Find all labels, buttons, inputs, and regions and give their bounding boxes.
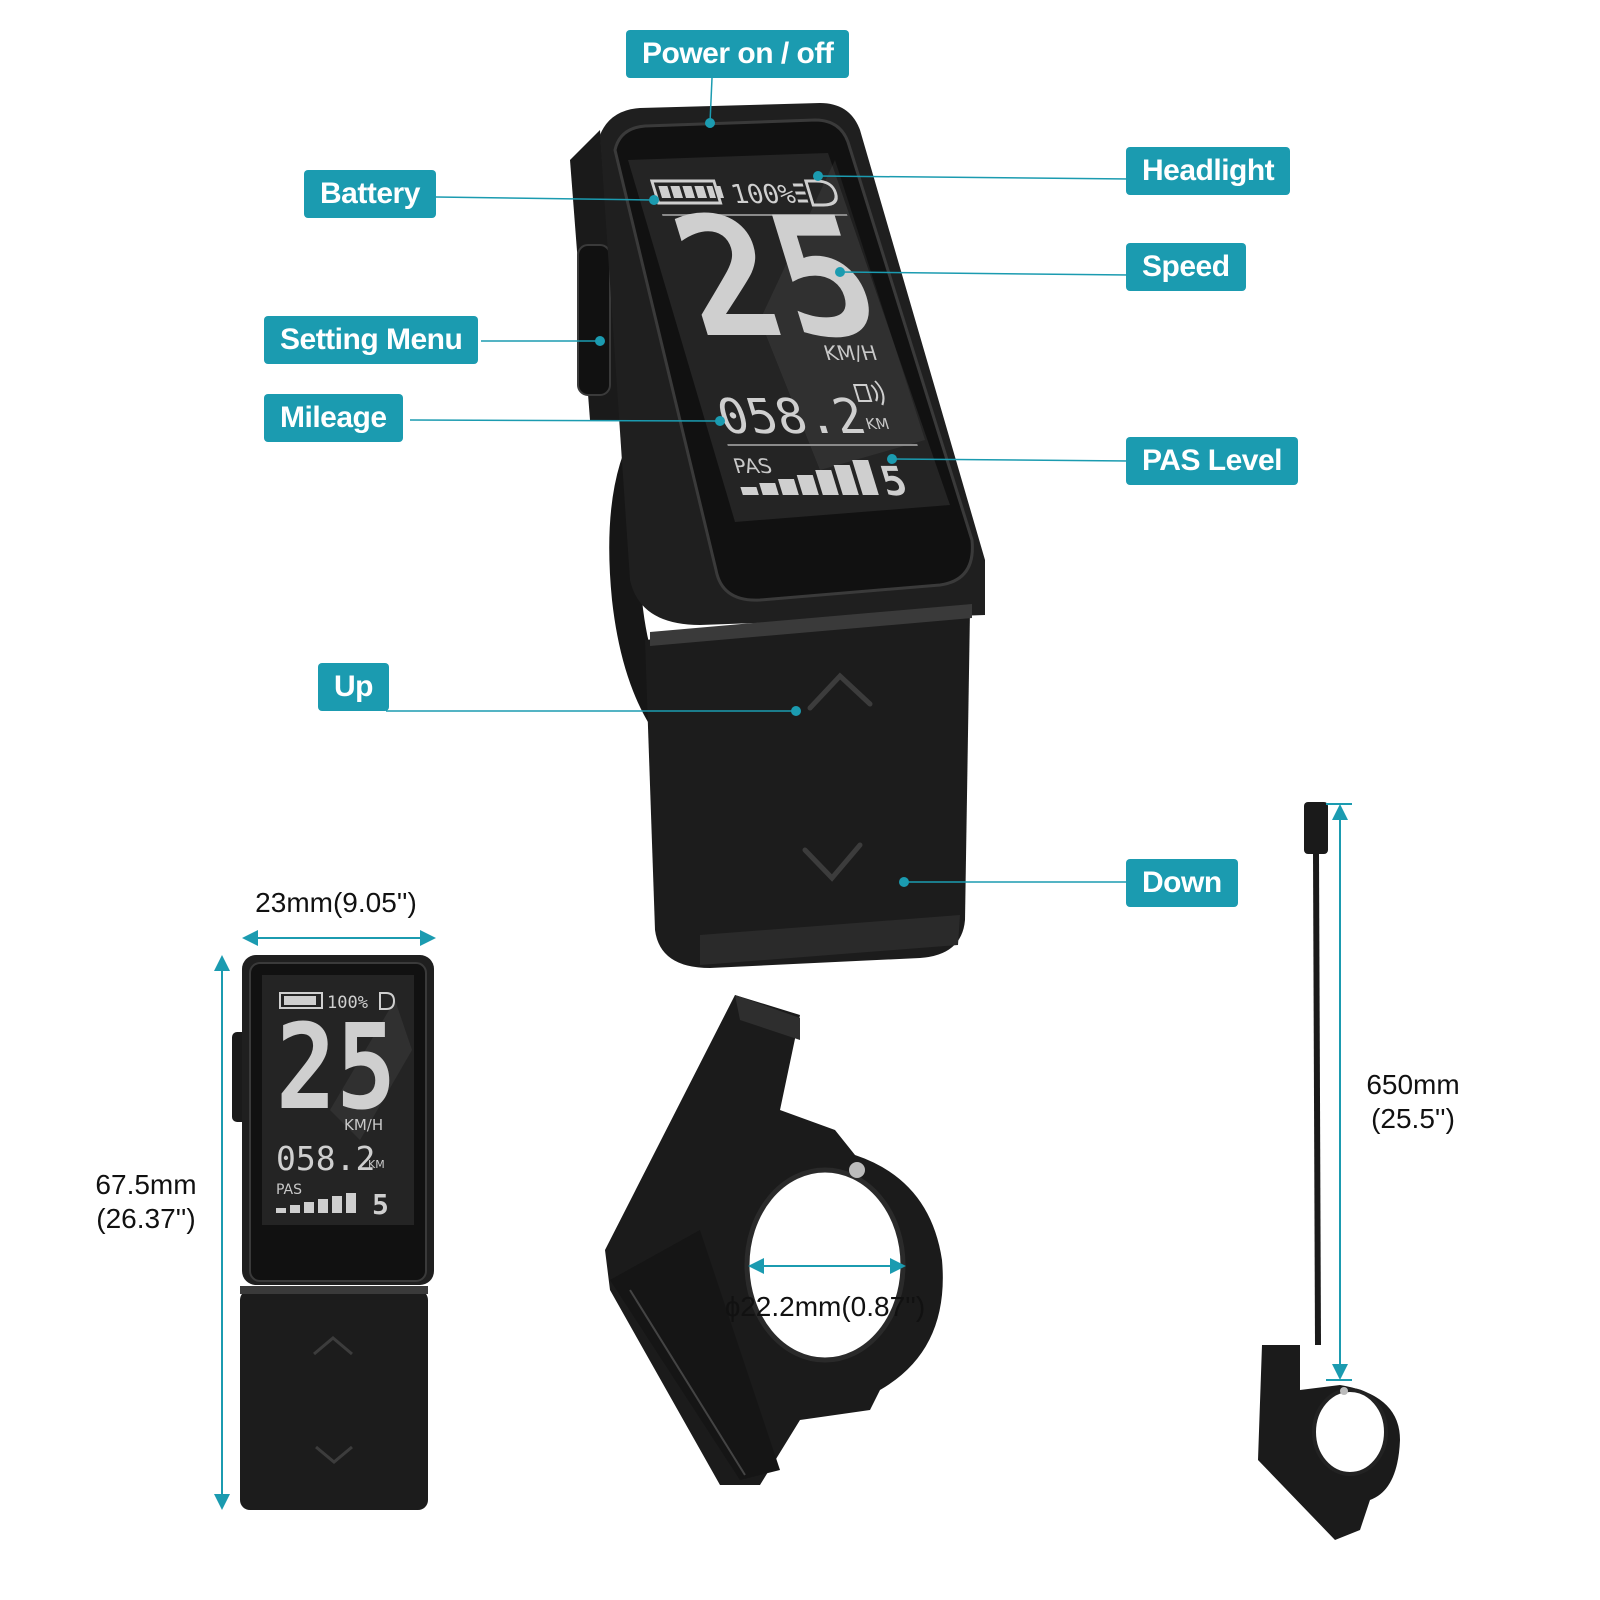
button-pad-seam	[650, 604, 972, 646]
button-pad-body	[645, 610, 970, 968]
pas-bars	[740, 460, 879, 495]
front-view-device: 100% 25 KM/H 058.2 KM PAS 5	[232, 955, 434, 1510]
button-pad-lip	[700, 915, 960, 965]
pas-label: PAS	[730, 454, 774, 477]
callout-battery: Battery	[304, 170, 436, 218]
battery-icon	[649, 179, 725, 205]
callout-setting-menu: Setting Menu	[264, 316, 479, 364]
clamp-diameter-label: ɸ22.2mm(0.87'')	[724, 1291, 926, 1322]
front-lcd	[262, 975, 414, 1225]
setting-menu-button[interactable]	[577, 244, 611, 396]
callout-headlight: Headlight	[1126, 147, 1291, 195]
width-dimension-arrow	[242, 930, 436, 946]
cable	[1313, 851, 1321, 1346]
speed-unit: KM/H	[821, 341, 880, 364]
down-arrow-icon[interactable]	[802, 842, 863, 882]
mileage-value: 058.2	[710, 388, 872, 445]
leader-dots	[595, 118, 909, 887]
front-pas-level-value: 5	[372, 1188, 389, 1221]
front-mileage-unit: KM	[368, 1158, 385, 1171]
callout-pas-level: PAS Level	[1126, 437, 1299, 485]
headlight-icon	[792, 179, 838, 207]
front-headlight-icon	[379, 992, 396, 1010]
cable-dimension-line1: 650mm	[1366, 1069, 1460, 1100]
cable-dimension-arrow	[1326, 803, 1352, 1381]
cable-dimension-line2: (25.5'')	[1371, 1103, 1455, 1134]
width-dimension-label: 23mm(9.05'')	[255, 887, 417, 918]
side-view-clamp	[605, 995, 943, 1485]
front-speed-unit: KM/H	[344, 1116, 383, 1134]
front-battery-percent: 100%	[327, 993, 368, 1013]
cable-view	[1258, 802, 1400, 1540]
front-up-arrow-icon	[313, 1336, 353, 1356]
front-speed-value: 25	[276, 998, 396, 1136]
front-mileage-value: 058.2	[276, 1139, 375, 1178]
screen-glare	[760, 160, 925, 470]
callout-up: Up	[318, 663, 389, 711]
signal-icon	[852, 380, 885, 406]
callout-down: Down	[1126, 859, 1238, 907]
callout-speed: Speed	[1126, 243, 1246, 291]
height-dimension-arrow	[214, 955, 230, 1510]
battery-percent: 100%	[727, 180, 799, 210]
mileage-unit: KM	[863, 415, 891, 433]
clamp-dimension-arrow	[748, 1258, 906, 1274]
lcd-screen	[628, 153, 950, 522]
leader-lines	[386, 77, 1131, 883]
cable-dimension-label: 650mm (25.5'')	[1340, 1068, 1486, 1136]
front-pas-label: PAS	[276, 1182, 302, 1198]
cable-connector	[1304, 802, 1328, 854]
front-button-pad	[240, 1290, 428, 1510]
up-arrow-icon[interactable]	[807, 672, 873, 711]
height-dimension-label: 67.5mm (26.37'')	[66, 1168, 226, 1236]
front-lcd-contents: 100% 25 KM/H 058.2 KM PAS 5	[276, 992, 396, 1221]
front-down-arrow-icon	[315, 1445, 353, 1464]
height-dimension-line2: (26.37'')	[96, 1203, 196, 1234]
callout-mileage: Mileage	[264, 394, 403, 442]
height-dimension-line1: 67.5mm	[95, 1169, 197, 1200]
callout-power: Power on / off	[626, 30, 850, 78]
